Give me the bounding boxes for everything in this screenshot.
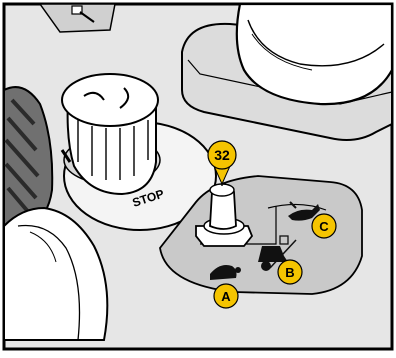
- callout-position-b: B: [278, 260, 302, 284]
- callout-b-label: B: [285, 265, 294, 280]
- callout-position-a: A: [214, 284, 238, 308]
- callout-c-label: C: [319, 219, 329, 234]
- callout-32-label: 32: [214, 147, 230, 163]
- callout-a-label: A: [221, 289, 231, 304]
- callout-position-c: C: [312, 214, 336, 238]
